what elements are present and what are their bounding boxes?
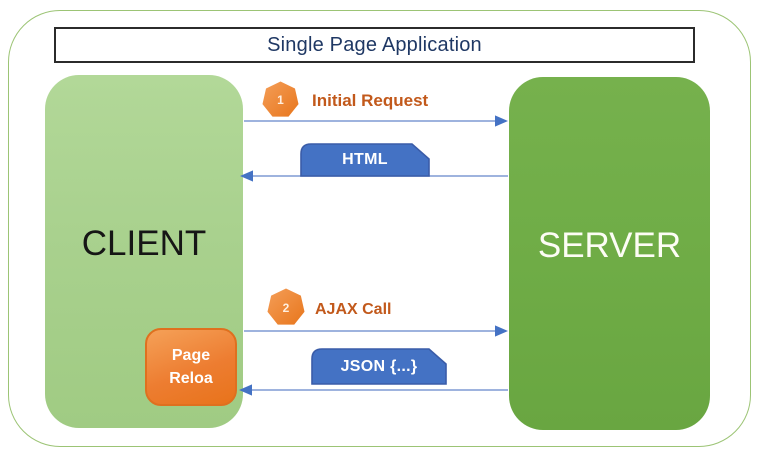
heptagon-icon (267, 288, 305, 325)
json-response-tag: JSON {...} (311, 348, 447, 385)
step-1-number: 1 (277, 93, 284, 107)
step-2-number: 2 (282, 300, 290, 315)
initial-request-label: Initial Request (312, 91, 429, 110)
heptagon-icon (262, 81, 299, 117)
html-response-label: HTML (342, 151, 388, 168)
step-2-badge: 2 (267, 286, 305, 329)
page-reload-box: Page Reloa (145, 328, 237, 406)
plaque-tag-icon (300, 143, 430, 177)
diagram-title: Single Page Application (267, 33, 482, 56)
step-1-badge: 1 (262, 78, 299, 122)
server-box: SERVER (509, 77, 710, 430)
json-response-label: JSON {...} (340, 357, 418, 375)
html-response-tag: HTML (300, 143, 430, 177)
page-reload-line1: Page (171, 346, 211, 364)
client-label: CLIENT (81, 223, 207, 263)
server-label: SERVER (537, 225, 682, 265)
ajax-call-label: AJAX Call (315, 301, 392, 318)
plaque-tag-icon (311, 348, 447, 385)
diagram-title-box: Single Page Application (54, 27, 695, 63)
page-reload-line2: Reloa (169, 369, 213, 387)
client-box: CLIENT (45, 75, 243, 428)
